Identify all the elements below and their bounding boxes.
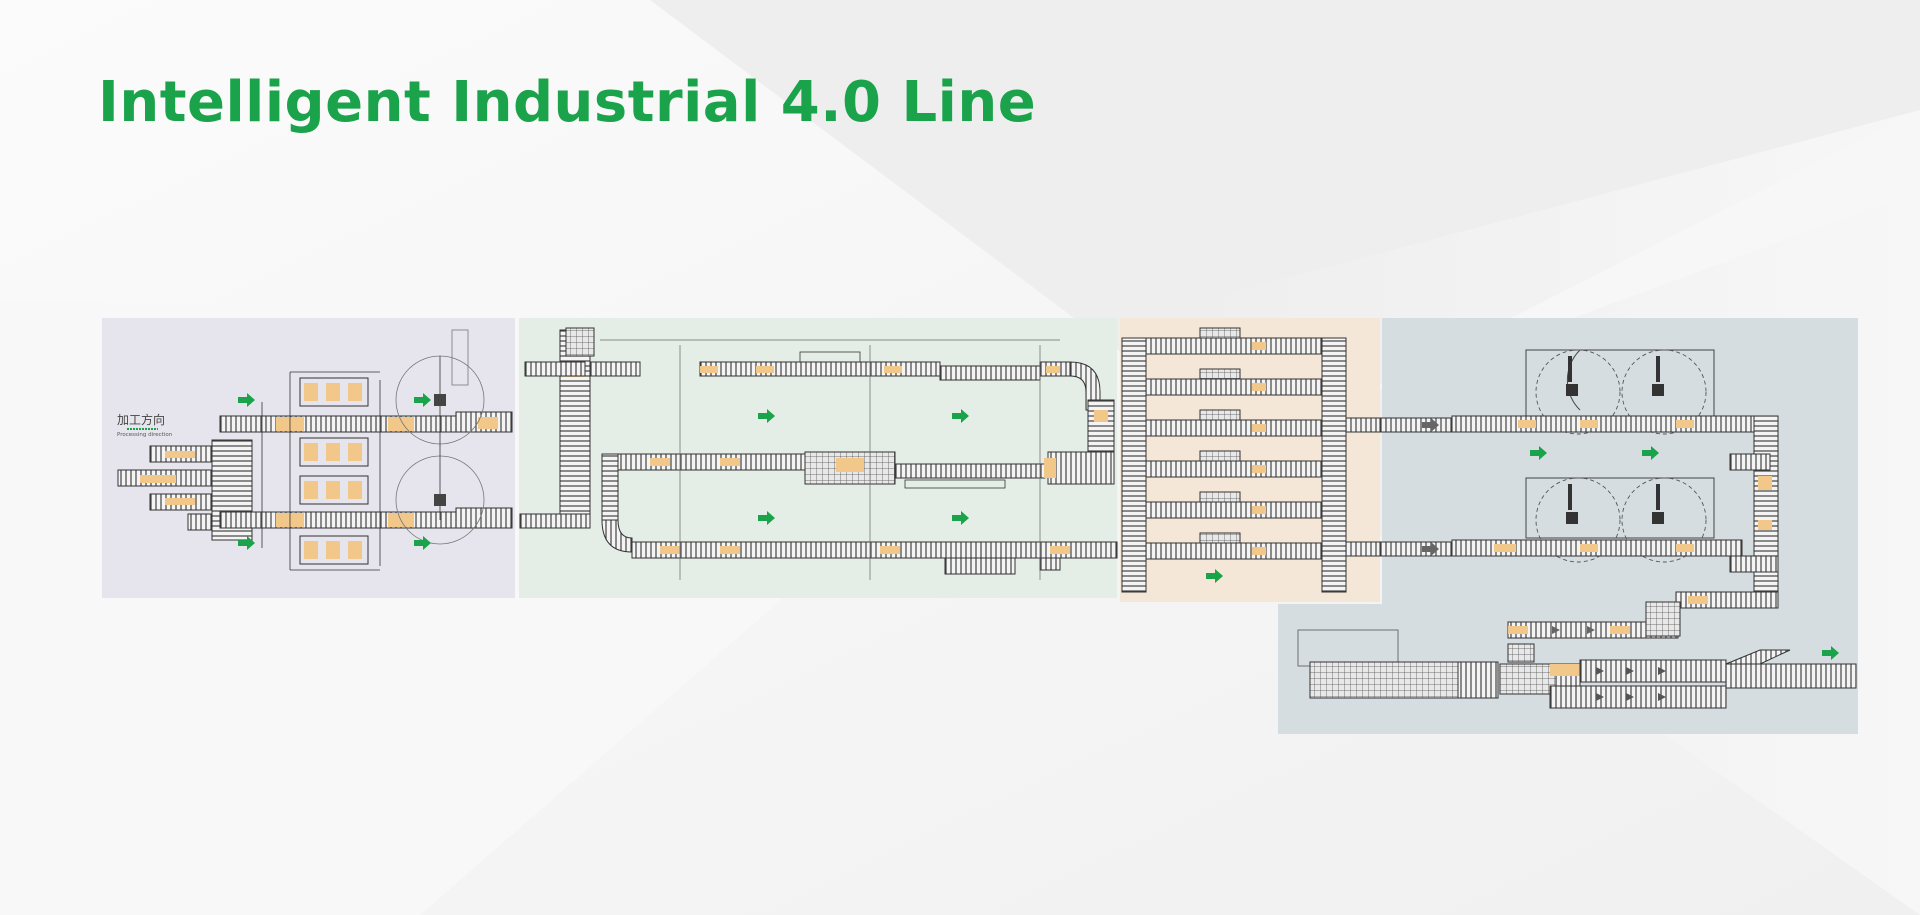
workpiece bbox=[1252, 342, 1266, 350]
processing-direction-label-en: Processing direction bbox=[117, 432, 173, 438]
zone-3-lane bbox=[1121, 501, 1343, 519]
workpiece bbox=[1252, 547, 1266, 555]
zone-3-machine bbox=[1199, 491, 1241, 503]
zone-3-outfeed bbox=[1345, 541, 1381, 557]
zone-3-lane bbox=[1121, 542, 1343, 560]
zone-2-layout bbox=[519, 327, 1118, 580]
zone-3-machine bbox=[1199, 368, 1241, 380]
workpiece bbox=[1252, 424, 1266, 432]
zone-3-lane bbox=[1121, 378, 1343, 396]
zone-3-layout bbox=[1121, 327, 1381, 593]
zone-3-outfeed bbox=[1345, 417, 1381, 433]
processing-direction-label-cn: 加工方向 bbox=[117, 412, 165, 427]
zone-3-vertical-transfer bbox=[1321, 337, 1347, 593]
zone-3-machine bbox=[1199, 409, 1241, 421]
zone-3-lane bbox=[1121, 337, 1343, 355]
zone-3-machine bbox=[1199, 532, 1241, 544]
zone-1-layout: 加工方向 Processing direction bbox=[117, 329, 513, 571]
robot-arm-icon bbox=[1566, 356, 1664, 524]
zone-3-machine bbox=[1199, 450, 1241, 462]
zone-3-lane bbox=[1121, 460, 1343, 478]
workpiece bbox=[1252, 506, 1266, 514]
workpiece bbox=[1252, 465, 1266, 473]
zone-3-vertical-transfer bbox=[1121, 337, 1147, 593]
zone-4-layout bbox=[1297, 349, 1857, 709]
zone-3-lane bbox=[1121, 419, 1343, 437]
zone-3-machine bbox=[1199, 327, 1241, 339]
page-title: Intelligent Industrial 4.0 Line bbox=[98, 70, 1037, 135]
workpiece bbox=[1252, 383, 1266, 391]
